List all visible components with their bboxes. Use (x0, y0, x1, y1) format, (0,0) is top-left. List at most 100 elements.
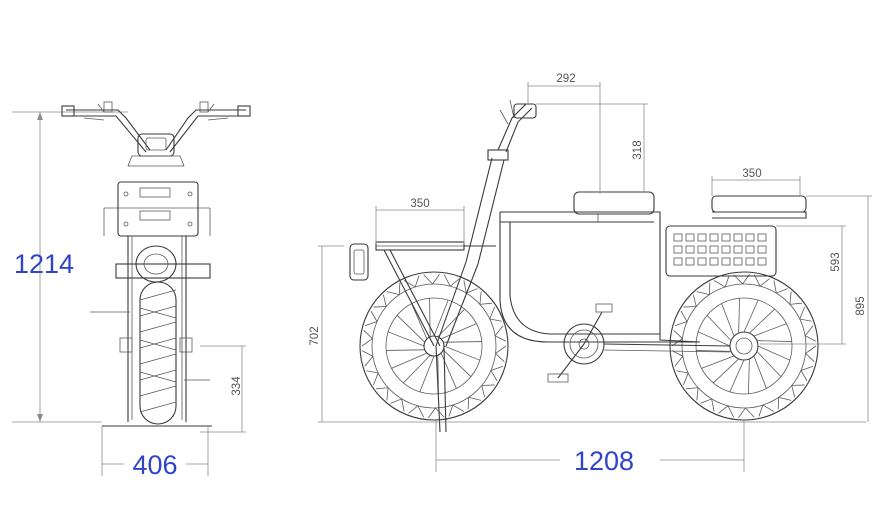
basket-slot (733, 233, 743, 242)
label-front-rack-top-height: 895 (855, 296, 867, 315)
front-tire (139, 281, 177, 425)
front-rack-basket (665, 195, 807, 277)
spoke (753, 323, 787, 337)
basket-slot (745, 257, 755, 266)
basket-slot (757, 233, 767, 242)
tire-tread (428, 407, 445, 419)
tire-tread (799, 306, 812, 322)
spoke (757, 345, 791, 361)
label-rear-rack-height: 702 (309, 326, 321, 345)
label-wheelbase: 1208 (574, 446, 634, 476)
basket-slot (733, 245, 743, 254)
tire-tread (373, 294, 387, 308)
front-handlebar (61, 101, 251, 153)
tire-tread (800, 365, 814, 382)
basket-slot (685, 233, 695, 242)
spoke (697, 331, 731, 347)
spoke (706, 315, 732, 341)
spoke (696, 350, 732, 352)
basket-slot (709, 245, 719, 254)
tire-tread (443, 274, 460, 287)
spoke (433, 299, 449, 337)
label-rear-rack-length: 350 (410, 198, 429, 210)
basket-slot (685, 257, 695, 266)
front-view (12, 101, 251, 476)
tire-tread (753, 274, 770, 287)
basket-slot (721, 233, 731, 242)
spoke (396, 315, 426, 343)
basket-slot (673, 257, 683, 266)
tire-tread (676, 370, 689, 386)
spoke (443, 345, 481, 361)
tire-tread (479, 291, 492, 305)
spoke (387, 331, 425, 347)
basket-slot (697, 257, 707, 266)
spoke (756, 340, 792, 342)
side-frame (349, 99, 701, 433)
side-view (318, 82, 872, 472)
tire-tread (773, 280, 788, 294)
basket-slot (721, 257, 731, 266)
spoke (440, 352, 457, 389)
tire-tread (733, 273, 750, 285)
tire-tread (403, 275, 420, 288)
tire-tread (713, 275, 730, 288)
basket-slot (709, 233, 719, 242)
spoke (729, 359, 745, 393)
tire-tread (361, 350, 374, 367)
tire-tread (671, 350, 684, 367)
tire-tread (738, 407, 755, 419)
tire-tread (366, 370, 379, 386)
spoke (419, 355, 435, 393)
tire-tread (789, 291, 802, 305)
tire-tread (490, 365, 504, 382)
spoke (738, 298, 740, 334)
tire-tread (481, 384, 495, 398)
tire-tread (390, 398, 405, 412)
basket-slot (685, 245, 695, 254)
tire-tread (718, 405, 735, 418)
tire-tread (448, 404, 465, 417)
spoke (429, 298, 431, 337)
spoke (713, 358, 739, 384)
basket-slot (757, 257, 767, 266)
label-front-rack-height: 593 (830, 252, 842, 271)
spoke (403, 354, 431, 384)
front-display (127, 133, 185, 167)
tire-tread (777, 396, 792, 410)
spoke (443, 341, 482, 343)
spoke (701, 355, 735, 369)
spoke (391, 352, 428, 369)
tire-tread (671, 329, 684, 347)
basket-slot (697, 245, 707, 254)
spoke (748, 358, 750, 394)
spoke (743, 299, 759, 333)
front-wheel (669, 271, 819, 421)
basket-slot (745, 233, 755, 242)
basket-slot (745, 245, 755, 254)
spoke (749, 308, 775, 334)
tire-tread (494, 345, 507, 363)
basket-slot (673, 245, 683, 254)
tire-tread (364, 310, 378, 327)
tire-tread (386, 282, 401, 296)
tire-tread (804, 345, 817, 363)
spoke (386, 349, 425, 351)
basket-slot (721, 245, 731, 254)
tire-tread (700, 398, 715, 412)
tire-tread (467, 396, 482, 410)
tire-tread (696, 282, 711, 296)
tire-tread (791, 384, 805, 398)
tire-tread (683, 294, 697, 308)
tire-tread (489, 306, 502, 322)
spoke (756, 351, 782, 377)
tire-tread (408, 405, 425, 418)
spoke (721, 303, 735, 337)
crankset (547, 303, 731, 383)
tire-tread (494, 325, 507, 342)
spoke (411, 303, 428, 340)
tire-tread (674, 310, 688, 327)
tire-tread (361, 329, 374, 347)
label-front-axle-height: 334 (231, 376, 243, 396)
